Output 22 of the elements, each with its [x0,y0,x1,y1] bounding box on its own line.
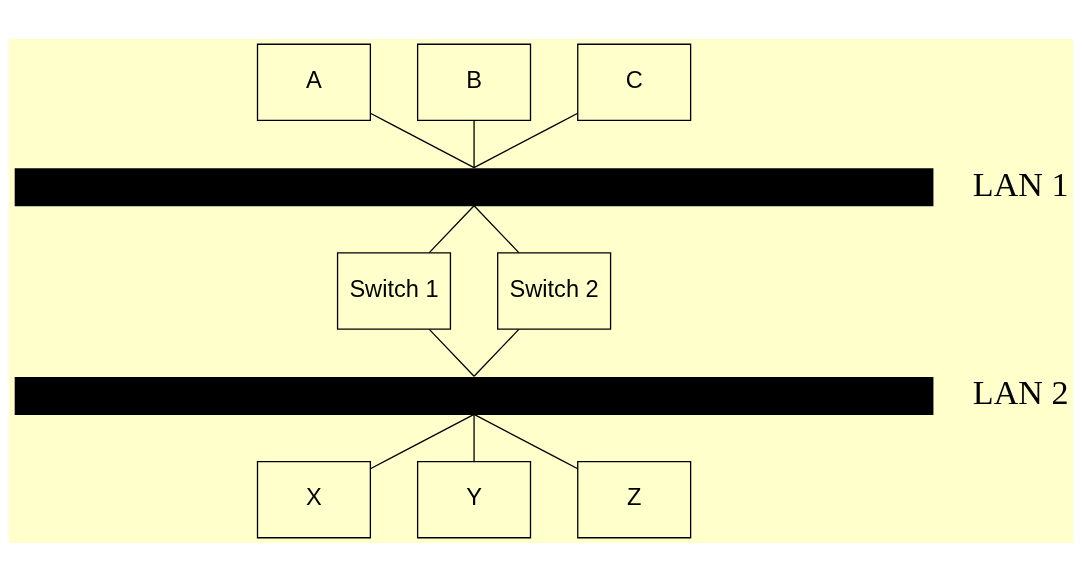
node-box: Y [416,460,532,539]
connector [428,205,475,254]
connector [473,112,579,169]
node-box [14,168,934,207]
node-box: A [256,43,372,122]
connector [369,413,475,470]
connector [428,328,475,377]
node-box: Z [577,460,692,539]
connector [473,205,520,254]
node-box: Switch 2 [497,252,612,330]
connector [473,413,579,470]
node-box: Switch 1 [336,252,452,330]
connector [473,120,475,169]
connector [369,112,475,169]
node-label: LAN 1 [972,165,1069,203]
node-box [14,376,934,416]
node-box: X [256,460,372,539]
node-box: B [416,43,532,122]
connector [473,328,520,377]
connector [473,413,475,462]
node-label: LAN 2 [972,374,1069,412]
node-box: C [577,43,692,122]
